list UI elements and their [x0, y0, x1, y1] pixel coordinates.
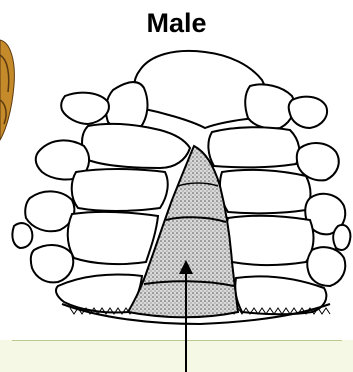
- right-rear-leg: [333, 225, 350, 250]
- caption-panel: [0, 340, 353, 372]
- left-thoracic-plate-1: [106, 82, 148, 130]
- right-leg-base-4: [307, 247, 345, 286]
- caption-rule: [12, 340, 342, 341]
- right-thoracic-plate-2: [208, 127, 299, 167]
- right-thoracic-plate-1: [245, 84, 294, 128]
- left-thoracic-plate-3: [72, 169, 168, 211]
- left-rear-leg: [12, 223, 32, 248]
- left-thoracic-plate-2: [82, 124, 190, 168]
- left-leg-base-4: [31, 245, 74, 282]
- right-leg-base-1: [289, 97, 327, 128]
- left-thoracic-plate-4: [68, 212, 158, 264]
- side-crab-photo: [0, 40, 14, 140]
- anterior-plate: [134, 51, 266, 128]
- left-leg-base-3: [25, 191, 74, 231]
- left-leg-base-1: [61, 93, 109, 124]
- right-thoracic-plate-3: [220, 170, 311, 213]
- right-thoracic-plate-4: [226, 216, 314, 265]
